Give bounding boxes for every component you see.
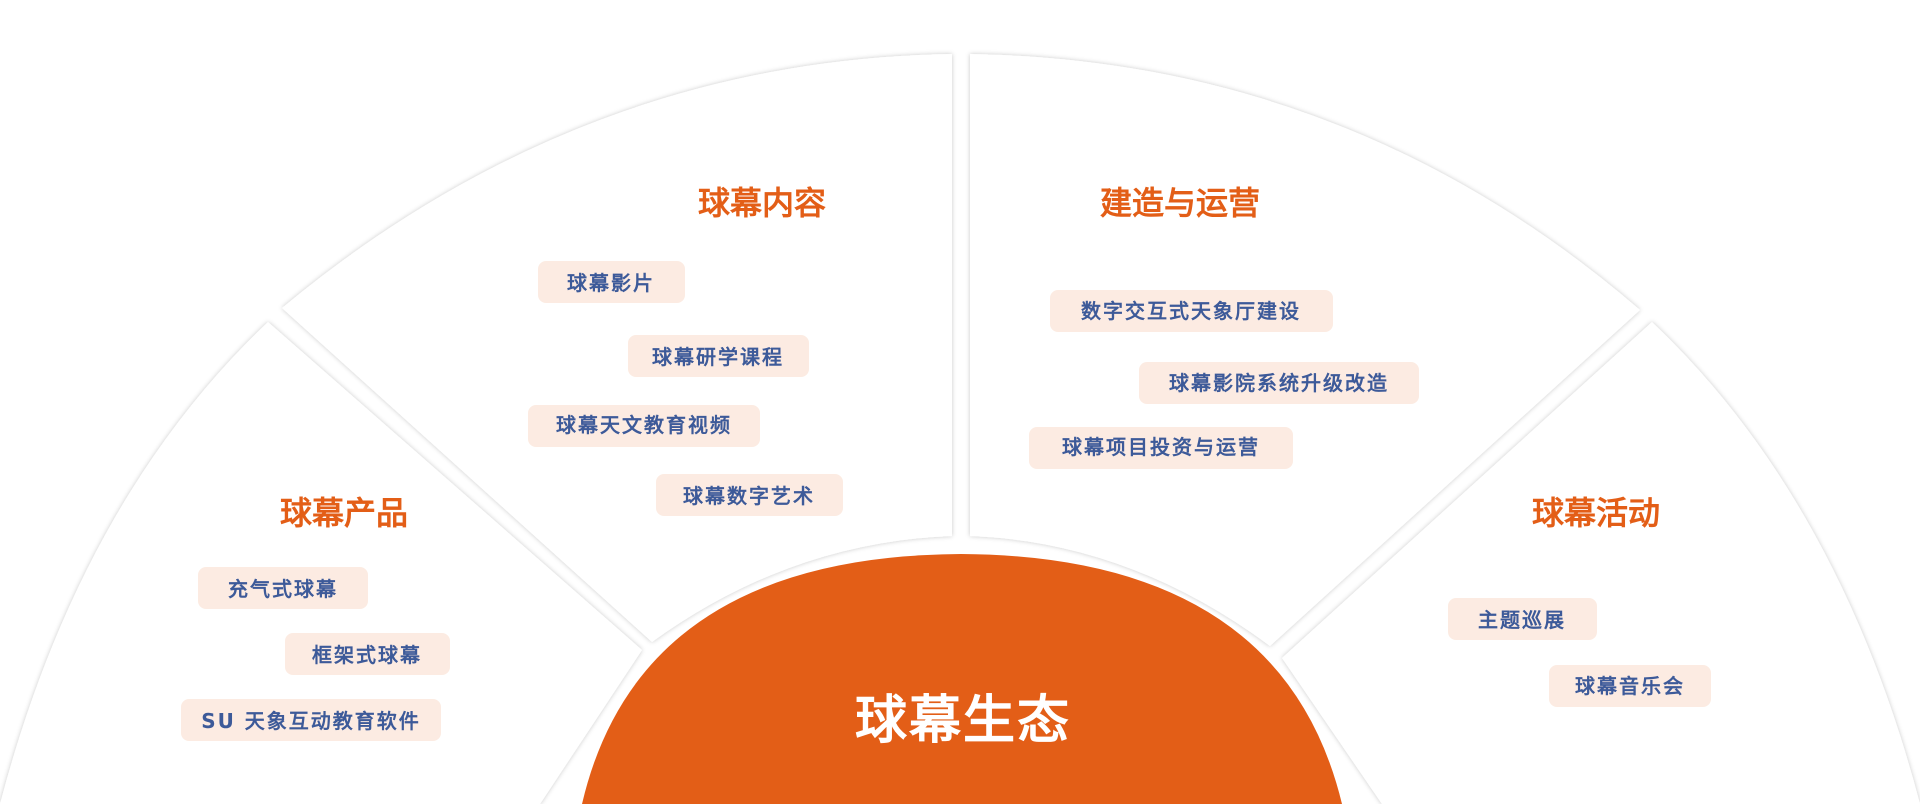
tag-background — [528, 405, 760, 447]
tag-background — [656, 474, 843, 516]
tag-label: 球幕项目投资与运营 — [1062, 435, 1260, 459]
sector-activities — [1282, 322, 1920, 804]
tag-background — [1549, 665, 1711, 707]
tag-activities-1: 主题巡展 — [1448, 598, 1597, 640]
sector-products — [0, 322, 642, 804]
tag-label: 数字交互式天象厅建设 — [1081, 299, 1301, 323]
tag-construction-2: 球幕影院系统升级改造 — [1139, 362, 1419, 404]
tag-background — [1029, 427, 1293, 469]
tag-label: 球幕影片 — [567, 271, 655, 295]
tag-construction-1: 数字交互式天象厅建设 — [1050, 290, 1333, 332]
sector-group-construction — [970, 54, 1640, 646]
tag-label: 主题巡展 — [1478, 608, 1566, 632]
sector-title-construction: 建造与运营 — [1100, 184, 1260, 222]
tag-background — [538, 261, 685, 303]
tag-label: 充气式球幕 — [228, 577, 338, 601]
tag-background — [628, 335, 809, 377]
center-title: 球幕生态 — [855, 691, 1071, 751]
sector-group-products — [0, 322, 642, 804]
tag-background — [198, 567, 368, 609]
tag-background — [1448, 598, 1597, 640]
tag-products-2: 框架式球幕 — [285, 633, 450, 675]
tag-background — [1139, 362, 1419, 404]
sector-title-activities: 球幕活动 — [1532, 494, 1660, 532]
tag-label: SU 天象互动教育软件 — [201, 709, 421, 733]
sector-title-products: 球幕产品 — [280, 494, 408, 532]
tag-content-4: 球幕数字艺术 — [656, 474, 843, 516]
tag-content-1: 球幕影片 — [538, 261, 685, 303]
tag-label: 球幕天文教育视频 — [556, 413, 732, 437]
tag-content-3: 球幕天文教育视频 — [528, 405, 760, 447]
tag-content-2: 球幕研学课程 — [628, 335, 809, 377]
tag-background — [285, 633, 450, 675]
center-semicircle — [582, 554, 1342, 804]
tag-label: 球幕研学课程 — [652, 345, 784, 369]
tag-activities-2: 球幕音乐会 — [1549, 665, 1711, 707]
tag-background — [181, 699, 441, 741]
tag-label: 球幕数字艺术 — [683, 484, 815, 508]
sector-title-content: 球幕内容 — [698, 184, 826, 222]
tag-background — [1050, 290, 1333, 332]
tag-construction-3: 球幕项目投资与运营 — [1029, 427, 1293, 469]
sector-construction — [970, 54, 1640, 646]
tag-label: 框架式球幕 — [312, 643, 422, 667]
tag-label: 球幕影院系统升级改造 — [1169, 371, 1389, 395]
sector-group-activities — [1282, 322, 1920, 804]
tag-products-1: 充气式球幕 — [198, 567, 368, 609]
tag-label: 球幕音乐会 — [1575, 674, 1685, 698]
tag-products-3: SU 天象互动教育软件 — [181, 699, 441, 741]
